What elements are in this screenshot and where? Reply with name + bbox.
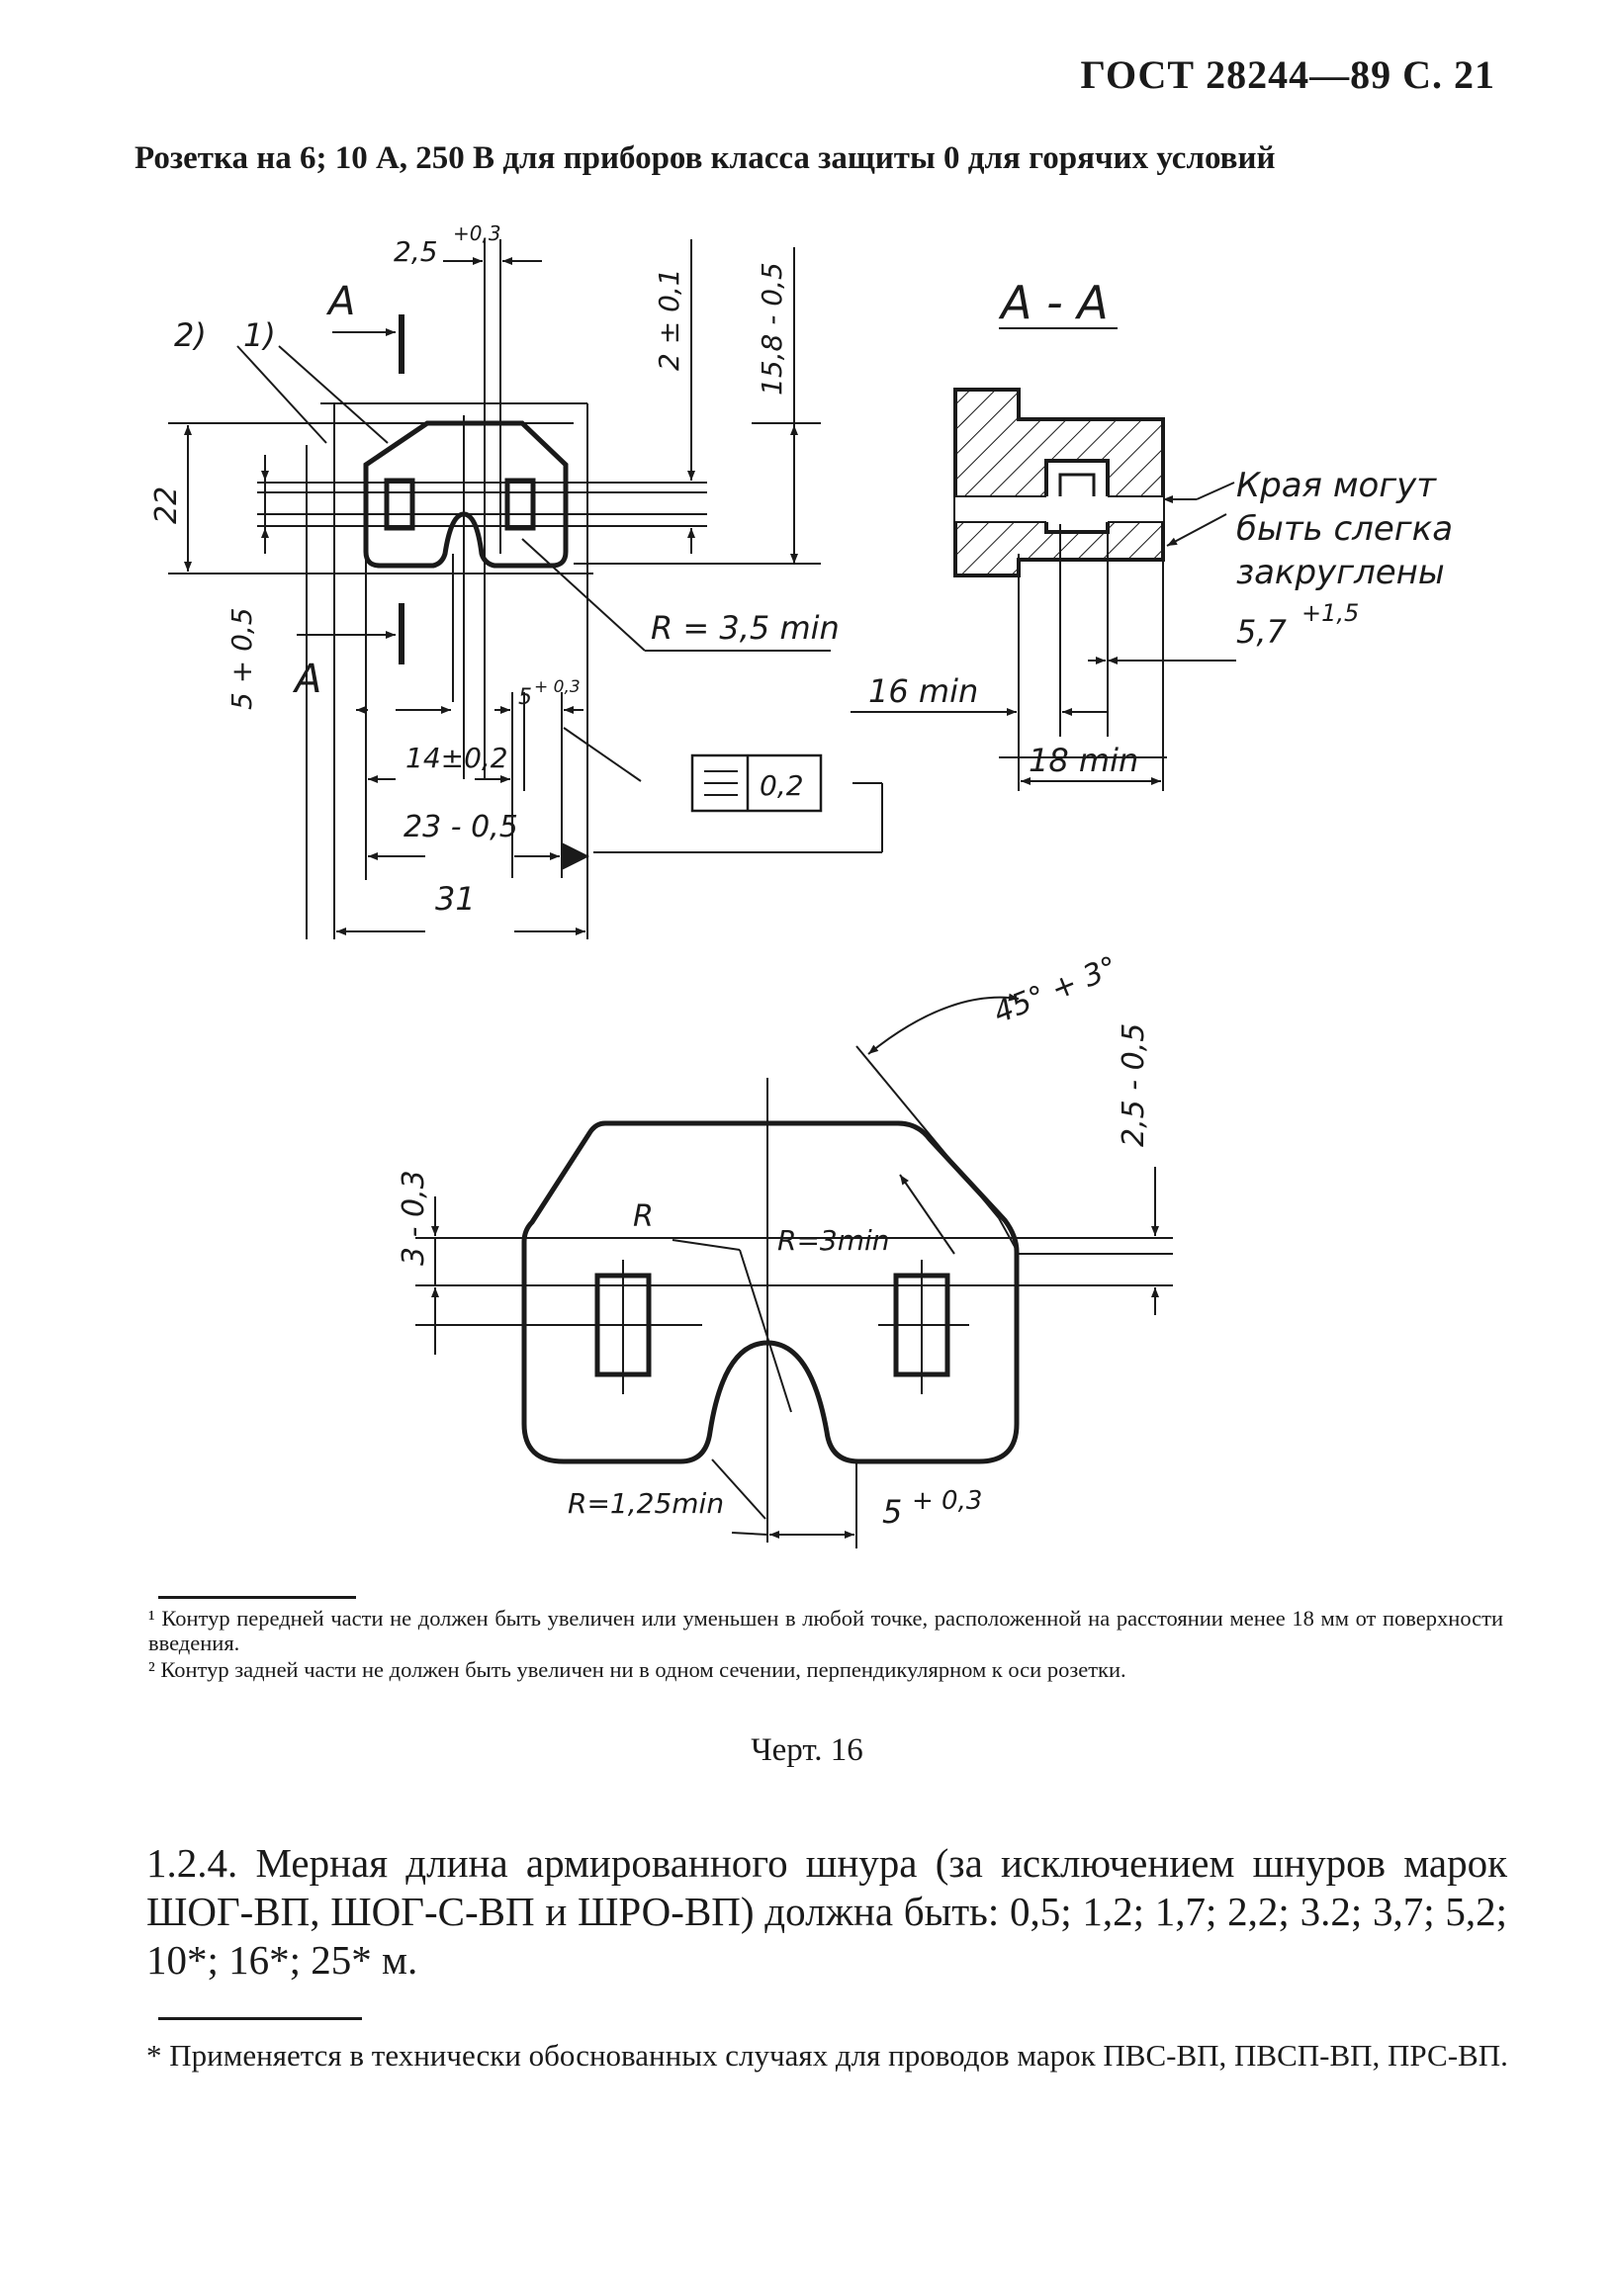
dim-16min: 16 min	[868, 672, 978, 710]
dim-2-5: 2,5	[394, 235, 438, 268]
dim-5-03b: 5	[882, 1493, 902, 1531]
dim-31: 31	[435, 880, 476, 918]
clause-1-2-4: 1.2.4. Мерная длина армированного шнура …	[146, 1840, 1507, 1983]
edge-note-line2: быть слегка	[1236, 509, 1453, 549]
dim-r: R	[633, 1199, 654, 1234]
pin-slot-left	[384, 478, 415, 531]
section-a-bottom: A	[292, 657, 321, 702]
dim-5-03-tol: + 0,3	[534, 677, 581, 697]
footnote-1: ¹ Контур передней части не должен быть у…	[148, 1606, 1503, 1655]
front-view	[168, 239, 883, 939]
dim-22: 22	[149, 486, 184, 524]
dim-2-01: 2 ± 0,1	[653, 268, 685, 371]
asterisk-footnote: * Применяется в технически обоснованных …	[146, 2038, 1508, 2073]
dim-5-03: 5	[518, 685, 532, 710]
socket-outline	[363, 420, 569, 569]
dim-2-5-05: 2,5 - 0,5	[1117, 1023, 1151, 1147]
dim-15-8: 15,8 - 0,5	[756, 262, 788, 396]
section-title: A - A	[998, 276, 1109, 329]
figure-title: Розетка на 6; 10 А, 250 В для приборов к…	[134, 140, 1276, 176]
dim-5-7: 5,7	[1236, 613, 1288, 651]
front-view-labels: 2,5 +0,3 2 ± 0,1 15,8 - 0,5 22 5 + 0,5 2…	[149, 221, 840, 918]
dim-angle: 45° + 3°	[989, 950, 1122, 1031]
detail-view-labels: 45° + 3° 2,5 - 0,5 3 - 0,3 R R=3min R=1,…	[397, 950, 1151, 1531]
page-header: ГОСТ 28244—89 С. 21	[1080, 52, 1495, 97]
edge-note-line3: закруглены	[1236, 553, 1445, 592]
dim-23: 23 - 0,5	[404, 810, 518, 844]
dim-2-5-tol: +0,3	[453, 221, 501, 245]
detail-view	[415, 993, 1173, 1548]
dim-5-7-tol: +1,5	[1301, 599, 1359, 627]
figure-caption: Черт. 16	[751, 1732, 863, 1768]
note-1-label: 1)	[243, 316, 276, 354]
dim-r3min: R=3min	[777, 1224, 890, 1257]
footnote-2: ² Контур задней части не должен быть уве…	[148, 1657, 1126, 1682]
dim-14: 14±0,2	[405, 742, 508, 774]
dim-18min: 18 min	[1029, 742, 1138, 779]
section-a-top: A	[325, 279, 355, 324]
tolerance-value: 0,2	[760, 769, 804, 802]
dim-r3-5: R = 3,5 min	[651, 609, 840, 647]
section-view	[851, 388, 1236, 791]
dim-r1-25: R=1,25min	[568, 1487, 724, 1520]
pin-slot-right	[504, 478, 536, 531]
dim-3-03: 3 - 0,3	[397, 1170, 431, 1266]
dim-5-05: 5 + 0,5	[225, 607, 258, 710]
asterisk-rule	[158, 2017, 362, 2020]
section-view-labels: A - A Края могут быть слегка закруглены …	[868, 276, 1453, 779]
technical-drawing: 2,5 +0,3 2 ± 0,1 15,8 - 0,5 22 5 + 0,5 2…	[149, 221, 1453, 1548]
edge-note-line1: Края могут	[1236, 466, 1437, 505]
note-2-label: 2)	[174, 316, 207, 354]
footnote-rule	[158, 1596, 356, 1599]
dim-5-03b-tol: + 0,3	[912, 1486, 982, 1516]
